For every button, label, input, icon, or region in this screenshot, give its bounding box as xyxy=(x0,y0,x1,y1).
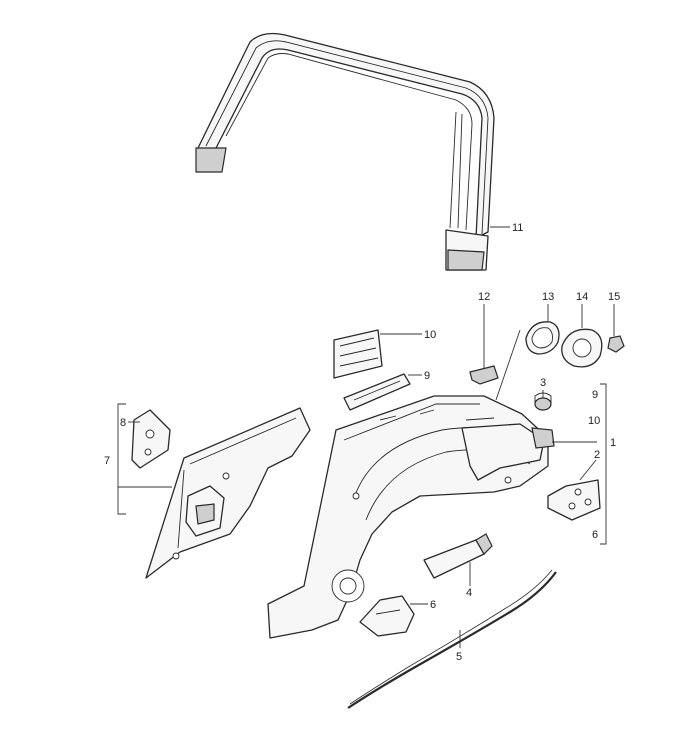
part-9-strip xyxy=(343,373,411,411)
part-14-filler-plate xyxy=(561,328,603,368)
callout-4: 4 xyxy=(466,587,472,599)
bracket-label-9: 9 xyxy=(592,389,598,401)
callout-1: 1 xyxy=(610,437,616,449)
callout-15: 15 xyxy=(608,291,620,303)
part-12-clip xyxy=(469,365,499,385)
part-1-side-panel xyxy=(267,395,555,639)
leader-13-link xyxy=(495,329,521,401)
part-3-buffer xyxy=(534,392,552,411)
callout-6: 6 xyxy=(430,599,436,611)
callout-13: 13 xyxy=(542,291,554,303)
callout-5: 5 xyxy=(456,651,462,663)
part-5-cable xyxy=(347,569,557,709)
bracket-right xyxy=(600,383,607,545)
part-4-sealant-tube xyxy=(423,533,493,579)
part-11-roll-hoop xyxy=(195,32,495,271)
bracket-7-8 xyxy=(117,403,172,515)
part-10-panel xyxy=(333,329,383,379)
callout-7: 7 xyxy=(104,455,110,467)
part-15-nut xyxy=(607,335,625,353)
callout-14: 14 xyxy=(576,291,588,303)
bracket-label-6: 6 xyxy=(592,529,598,541)
part-6-grommet xyxy=(359,595,415,637)
callout-12: 12 xyxy=(478,291,490,303)
part-2-bracket-plate xyxy=(547,479,601,521)
callout-3: 3 xyxy=(540,377,546,389)
part-8-bracket xyxy=(131,409,171,469)
callout-2: 2 xyxy=(594,449,600,461)
part-7-inner-panel xyxy=(145,407,311,579)
leader-2 xyxy=(579,459,597,481)
callout-11: 11 xyxy=(512,222,523,234)
callout-9: 9 xyxy=(424,370,430,382)
callout-10: 10 xyxy=(424,329,436,341)
bracket-label-10: 10 xyxy=(588,415,600,427)
callout-8: 8 xyxy=(120,417,126,429)
part-13-gasket xyxy=(525,321,560,355)
